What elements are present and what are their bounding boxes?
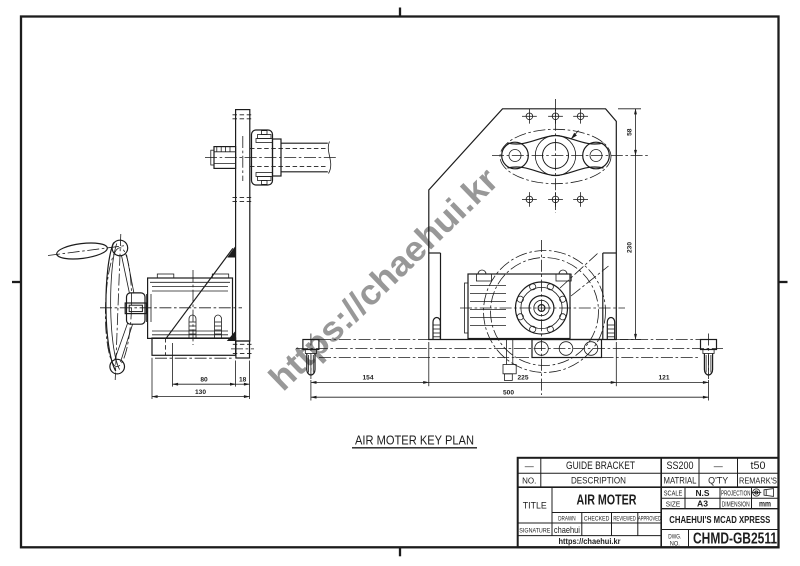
tb-url: https://chaehui.kr bbox=[559, 536, 622, 546]
stud-front-right bbox=[606, 316, 616, 340]
tb-checked-label: CHECKED bbox=[584, 516, 610, 523]
handwheel-phantom-front bbox=[483, 250, 609, 373]
tb-reviewed-label: REVIEWED bbox=[613, 516, 636, 523]
tb-signature-label: SIGNATURE bbox=[519, 527, 550, 534]
bracket-plate-front bbox=[428, 108, 617, 341]
rail-bolt-right bbox=[699, 333, 718, 379]
stud-side-left bbox=[188, 314, 197, 339]
sheet-border bbox=[12, 7, 788, 557]
tb-item-no: — bbox=[525, 461, 534, 471]
tb-qty-value: — bbox=[714, 461, 723, 471]
tb-scale-value: N.S bbox=[696, 489, 711, 498]
tb-title-value: AIR MOTER bbox=[577, 493, 637, 509]
tb-company: CHAEHUI'S MCAD XPRESS bbox=[669, 515, 770, 526]
front-view-dimensions-right: 58 230 bbox=[618, 108, 641, 340]
tb-dwg-no: CHMD-GB2511 bbox=[693, 530, 777, 547]
guide-rail-front bbox=[296, 339, 723, 358]
tb-qty-label: Q'TY bbox=[708, 475, 728, 485]
gearbox-front bbox=[460, 240, 625, 395]
plate-holes bbox=[522, 109, 588, 207]
caption-text: AIR MOTER KEY PLAN bbox=[355, 434, 474, 448]
tb-size-value: A3 bbox=[697, 500, 708, 509]
bearing-shaft-side bbox=[205, 129, 337, 186]
dim-18: 18 bbox=[239, 376, 247, 383]
dim-225: 225 bbox=[517, 375, 528, 382]
tb-dwg-label-2: NO. bbox=[670, 541, 680, 548]
gearbox-side bbox=[100, 270, 242, 345]
stud-front-left bbox=[432, 316, 441, 340]
tb-signature-value: chaehui bbox=[554, 524, 580, 535]
tb-title-label: TITLE bbox=[523, 501, 547, 512]
rail-bolt-left bbox=[302, 333, 320, 379]
flange-front bbox=[492, 99, 648, 213]
tb-material-label: MATRIAL bbox=[664, 475, 697, 485]
front-view-dimensions-bottom: 154 225 121 500 bbox=[310, 342, 709, 401]
title-block: — GUIDE BRACKET SS200 — t50 NO. DESCRIPT… bbox=[516, 456, 780, 549]
tb-approved-label: APPROVED bbox=[638, 516, 661, 523]
base-side bbox=[151, 337, 254, 359]
dim-154: 154 bbox=[362, 375, 373, 382]
dim-58: 58 bbox=[627, 128, 634, 136]
tb-drawn-label: DRAWN bbox=[558, 516, 576, 523]
dim-130: 130 bbox=[195, 389, 206, 396]
handwheel-side bbox=[47, 233, 147, 381]
bracket-plate-side bbox=[165, 108, 254, 342]
tb-size-label: SIZE bbox=[666, 499, 681, 508]
tb-scale-label: SCALE bbox=[664, 489, 683, 498]
tb-remark-value: t50 bbox=[751, 460, 766, 472]
tb-dimension-value: mm bbox=[759, 500, 771, 509]
gearbox-bolt-circles bbox=[516, 283, 567, 333]
dim-121: 121 bbox=[658, 375, 669, 382]
tb-description-label: DESCRIPTION bbox=[571, 475, 626, 485]
dim-80: 80 bbox=[200, 376, 208, 383]
front-view: 154 225 121 500 58 230 bbox=[296, 99, 723, 401]
watermark-text: https://chaehui.kr bbox=[261, 160, 506, 398]
tb-projection-label: PROJECTION bbox=[721, 491, 751, 498]
tb-dwg-label-1: DWG. bbox=[668, 534, 681, 541]
side-view-dimensions: 80 18 130 bbox=[151, 343, 250, 399]
stud-side-right bbox=[214, 314, 222, 339]
tb-material-value: SS200 bbox=[667, 460, 694, 472]
dim-500: 500 bbox=[503, 389, 514, 396]
side-view: 80 18 130 bbox=[47, 108, 337, 399]
tb-no-label: NO. bbox=[522, 476, 536, 485]
caption: AIR MOTER KEY PLAN bbox=[352, 434, 477, 449]
tb-remarks-label: REMARK'S bbox=[739, 475, 777, 485]
tb-part-name: GUIDE BRACKET bbox=[566, 460, 635, 472]
tb-dimension-label: DIMENSION bbox=[722, 501, 750, 508]
dim-230: 230 bbox=[627, 242, 634, 253]
projection-symbol bbox=[751, 488, 774, 497]
